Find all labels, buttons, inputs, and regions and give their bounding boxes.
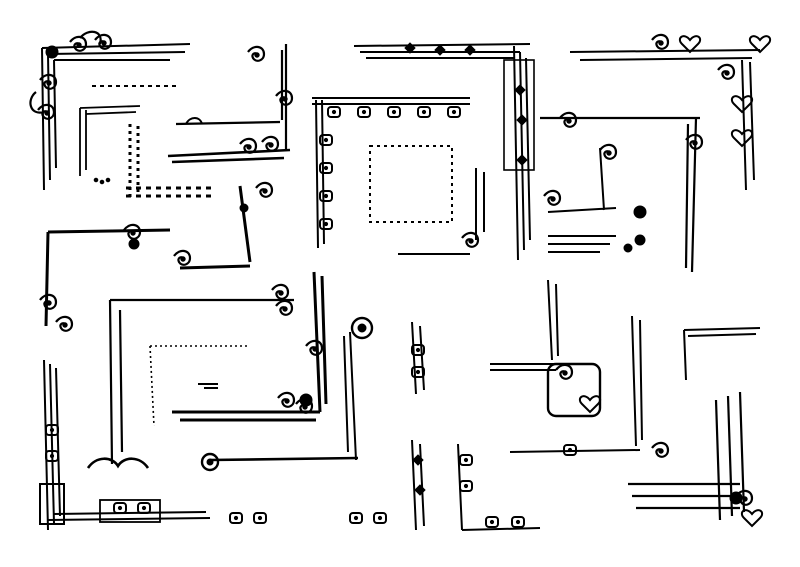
ornament-corner-bottom-right (628, 391, 764, 527)
ornament-corner-dotted-square (79, 85, 214, 200)
ornament-corner-leaf-scroll (86, 283, 294, 469)
ornament-corner-scroll-small (167, 44, 294, 164)
ornament-nested-corner-center (172, 271, 374, 472)
ornament-corner-lattice-strip (353, 42, 535, 261)
ornament-cartouche-right (490, 279, 761, 458)
ornament-corner-swirl-left (38, 181, 274, 332)
ornament-corner-bottom-left (39, 321, 541, 531)
ornament-corner-heart-scroll (540, 33, 772, 273)
ornament-corner-top-left (29, 30, 191, 191)
ornament-square-chain-frame (312, 97, 485, 255)
